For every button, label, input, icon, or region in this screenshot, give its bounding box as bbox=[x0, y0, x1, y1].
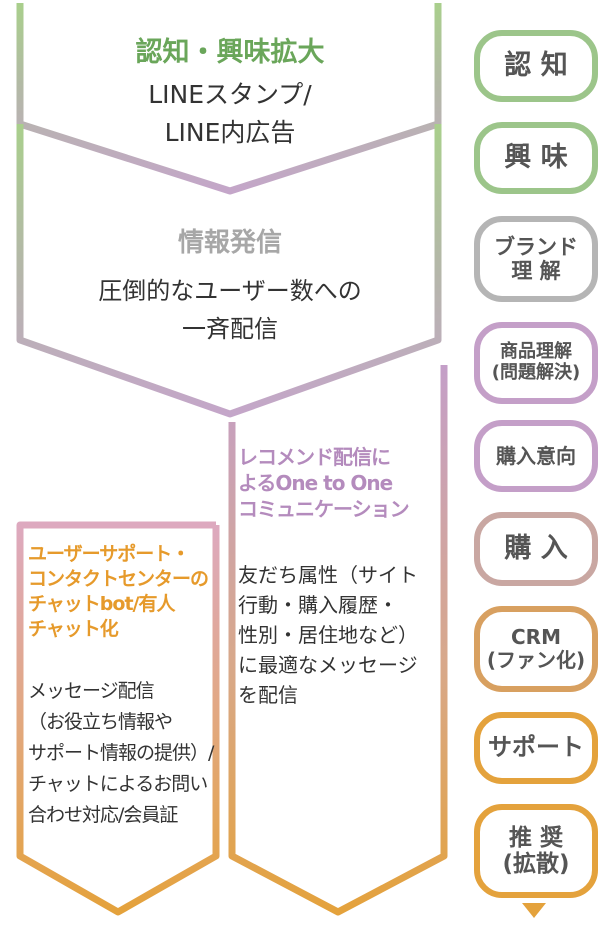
stage-label: ブランド 理 解 bbox=[494, 234, 578, 283]
arrow-recommend bbox=[228, 365, 448, 916]
timeline-arrowhead bbox=[522, 903, 546, 918]
stage-crm: CRM (ファン化) bbox=[474, 606, 598, 692]
stage-label: 購 入 bbox=[504, 533, 568, 565]
recommend-body: 友だち属性（サイト 行動・購入履歴・ 性別・居住地など） に最適なメッセージ を… bbox=[238, 563, 418, 707]
stage-purchase-intent: 購入意向 bbox=[474, 420, 598, 492]
stage-label: 認 知 bbox=[504, 50, 568, 82]
stage-label: 推 奨 (拡散) bbox=[502, 824, 570, 877]
stage-label: 商品理解 (問題解決) bbox=[491, 341, 581, 383]
stage-label: 購入意向 bbox=[496, 443, 576, 468]
arrow-information bbox=[16, 124, 442, 418]
stage-support: サポート bbox=[474, 712, 598, 784]
information-title: 情報発信 bbox=[177, 228, 282, 258]
arrow-awareness bbox=[16, 3, 442, 195]
stage-label: 興 味 bbox=[504, 142, 568, 174]
stage-product-understanding: 商品理解 (問題解決) bbox=[474, 322, 598, 404]
information-body: 圧倒的なユーザー数への 一斉配信 bbox=[98, 277, 362, 343]
awareness-title: 認知・興味拡大 bbox=[135, 37, 325, 68]
stage-purchase: 購 入 bbox=[474, 512, 598, 586]
stage-brand-understanding: ブランド 理 解 bbox=[474, 216, 598, 302]
stage-recommendation: 推 奨 (拡散) bbox=[474, 804, 598, 898]
support-title: ユーザーサポート・ コンタクトセンターの チャットbot/有人 チャット化 bbox=[28, 543, 209, 640]
support-body: メッセージ配信 （お役立ち情報や サポート情報の提供）/ チャットによるお問い … bbox=[28, 680, 214, 826]
arrow-support bbox=[16, 521, 220, 916]
stage-label: CRM (ファン化) bbox=[486, 625, 586, 672]
stage-label: サポート bbox=[488, 733, 584, 762]
recommend-title: レコメンド配信に よるOne to One コミュニケーション bbox=[238, 445, 410, 521]
stage-interest: 興 味 bbox=[474, 122, 598, 194]
stage-awareness: 認 知 bbox=[474, 30, 598, 102]
awareness-body: LINEスタンプ/ LINE内広告 bbox=[148, 80, 312, 147]
